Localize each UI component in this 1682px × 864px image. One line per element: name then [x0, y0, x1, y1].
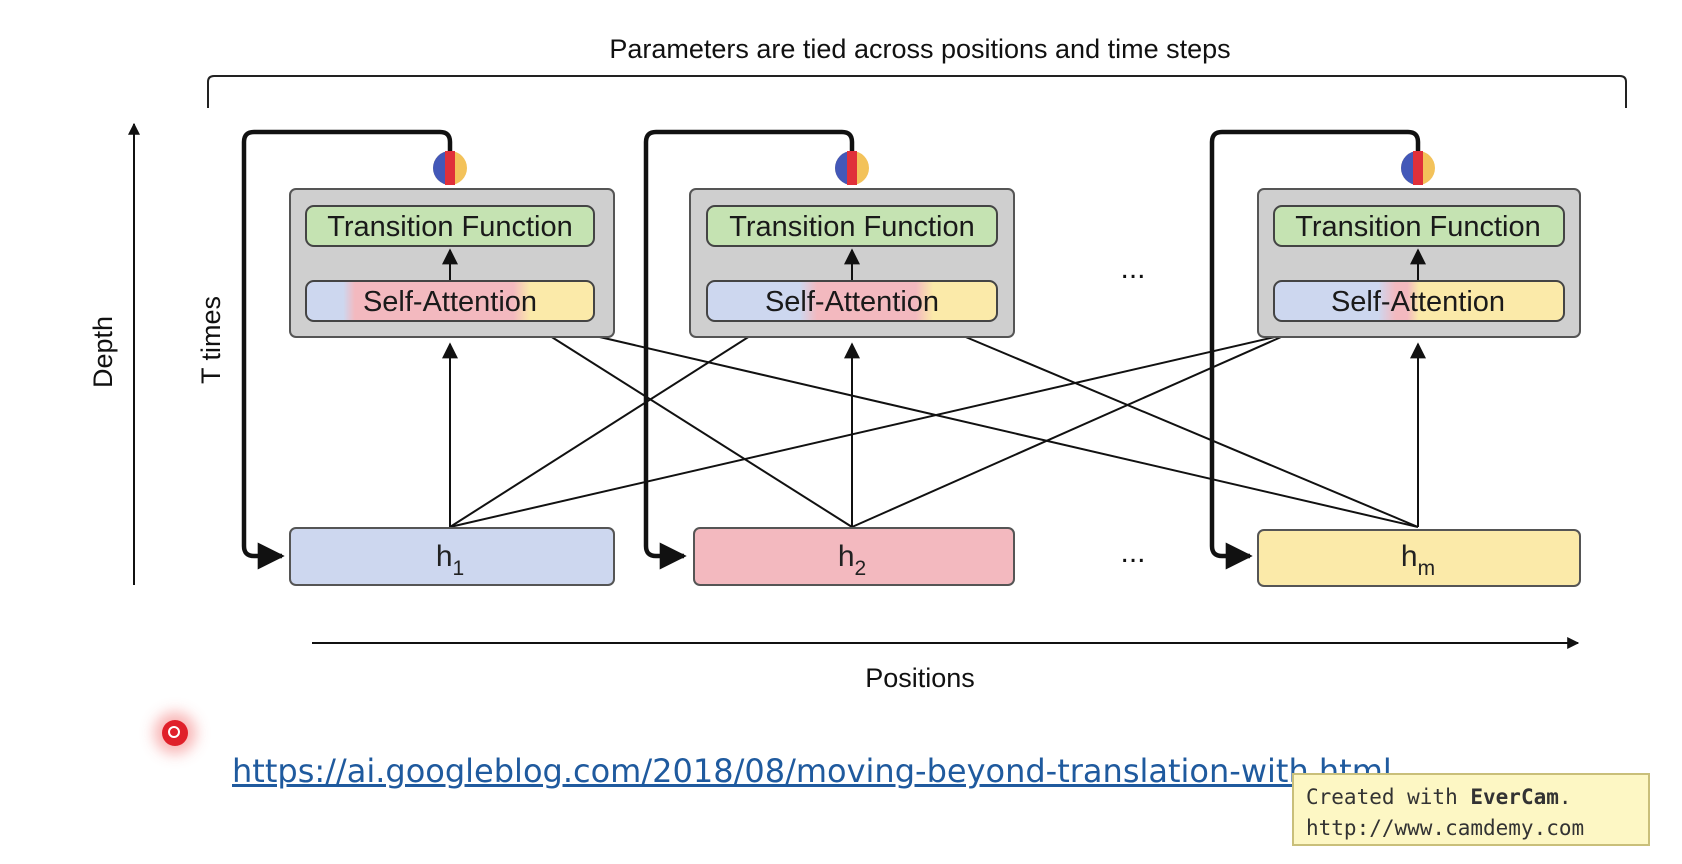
transition-function-box-m — [1273, 205, 1565, 247]
self-attention-label-m: Self-Attention — [1331, 286, 1505, 318]
hidden-state-box-1 — [289, 527, 615, 586]
t-times-label: T times — [196, 296, 226, 384]
edge-hm-att1 — [533, 317, 1419, 528]
act-halting-icon — [1401, 151, 1435, 185]
self-attention-box-1 — [305, 280, 595, 322]
edge-h1-att2 — [449, 321, 774, 528]
watermark-prefix: Created with — [1306, 785, 1471, 809]
transition-function-box-1 — [305, 205, 595, 247]
watermark-suffix: . — [1558, 785, 1572, 809]
top-label: Parameters are tied across positions and… — [609, 34, 1230, 64]
hidden-state-label-m: hm — [1401, 540, 1435, 580]
column-2: Transition Function Self-Attention h2 — [643, 129, 1015, 586]
watermark-url: http://www.camdemy.com — [1306, 816, 1585, 840]
watermark-created-line: Created with EverCam. — [1306, 782, 1636, 813]
edge-h1-att3 — [449, 317, 1342, 528]
recurrence-loop-1 — [241, 129, 453, 570]
self-attention-box-m — [1273, 280, 1565, 322]
recurrence-loop-2 — [643, 129, 855, 570]
recurrence-loop-m — [1209, 129, 1421, 570]
edge-hm-att2 — [928, 320, 1419, 528]
transition-function-label-2: Transition Function — [729, 211, 975, 243]
google-blog-link[interactable]: https://ai.googleblog.com/2018/08/moving… — [232, 752, 1392, 790]
edge-h2-att1 — [526, 321, 853, 528]
column-m: Transition Function Self-Attention hm — [1209, 129, 1581, 587]
depth-label: Depth — [88, 316, 118, 388]
hidden-state-label-1: h1 — [436, 540, 464, 580]
act-halting-icon — [835, 151, 869, 185]
evercam-watermark: Created with EverCam. http://www.camdemy… — [1292, 773, 1650, 846]
hidden-state-ellipsis: ... — [1120, 536, 1145, 569]
top-bracket — [207, 75, 1627, 108]
positions-label: Positions — [865, 663, 975, 693]
self-attention-box-2 — [706, 280, 998, 322]
edge-h2-att3 — [851, 320, 1317, 528]
hidden-state-box-2 — [693, 527, 1015, 586]
transition-function-label-m: Transition Function — [1295, 211, 1541, 243]
act-halting-icon — [433, 151, 467, 185]
transition-function-box-2 — [706, 205, 998, 247]
self-attention-label-2: Self-Attention — [765, 286, 939, 318]
transition-function-label-1: Transition Function — [327, 211, 573, 243]
watermark-brand: EverCam — [1470, 785, 1559, 809]
self-attention-label-1: Self-Attention — [363, 286, 537, 318]
attention-connections — [442, 317, 1426, 528]
record-indicator-icon — [162, 720, 188, 746]
module-ellipsis: ... — [1120, 252, 1145, 285]
hidden-state-box-m — [1257, 529, 1581, 587]
hidden-state-label-2: h2 — [838, 540, 866, 580]
column-1: Transition Function Self-Attention h1 — [241, 129, 615, 586]
